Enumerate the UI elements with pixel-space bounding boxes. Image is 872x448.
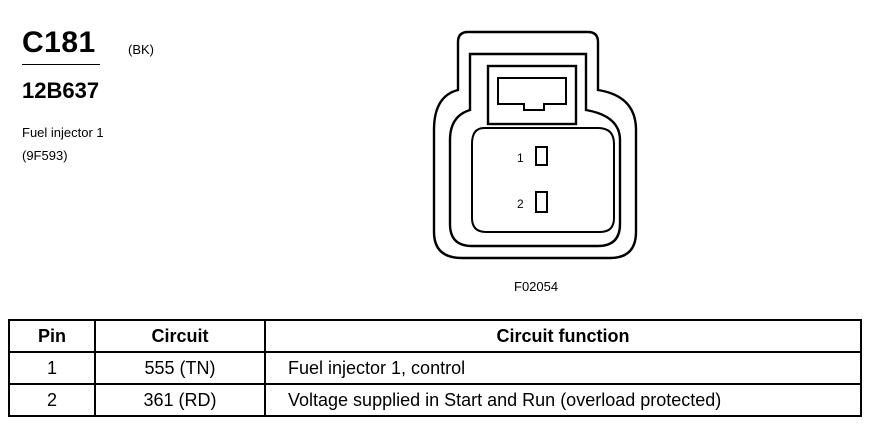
header-pin: Pin — [8, 319, 96, 353]
connector-color-code: (BK) — [128, 42, 154, 57]
circuit-function-cell: Voltage supplied in Start and Run (overl… — [264, 383, 862, 417]
component-code: (9F593) — [22, 148, 68, 163]
figure-code: F02054 — [514, 279, 559, 294]
connector-id-underline — [22, 64, 100, 65]
connector-outer-shroud — [432, 30, 638, 260]
locking-tab — [497, 77, 567, 111]
pin-table-header-row: Pin Circuit Circuit function — [8, 319, 862, 353]
locking-tab-housing — [486, 64, 578, 126]
pin-cell: 2 — [8, 383, 96, 417]
pin-table: Pin Circuit Circuit function 1 555 (TN) … — [8, 319, 862, 417]
part-number: 12B637 — [22, 78, 100, 103]
header-circuit: Circuit — [94, 319, 266, 353]
table-row: 1 555 (TN) Fuel injector 1, control — [8, 351, 862, 385]
component-name: Fuel injector 1 — [22, 125, 104, 140]
circuit-cell: 555 (TN) — [94, 351, 266, 385]
connector-id: C181 — [22, 26, 96, 59]
pin-1-label: 1 — [517, 151, 524, 165]
pin-cavity-body — [471, 127, 615, 233]
pin-2-label: 2 — [517, 197, 524, 211]
table-row: 2 361 (RD) Voltage supplied in Start and… — [8, 383, 862, 417]
header-circuit-function: Circuit function — [264, 319, 862, 353]
pin-1 — [535, 146, 548, 166]
connector-face-diagram: 1 2 — [432, 30, 638, 260]
circuit-cell: 361 (RD) — [94, 383, 266, 417]
pin-2 — [535, 191, 548, 213]
pin-cell: 1 — [8, 351, 96, 385]
connector-inner-shroud — [448, 52, 622, 248]
circuit-function-cell: Fuel injector 1, control — [264, 351, 862, 385]
